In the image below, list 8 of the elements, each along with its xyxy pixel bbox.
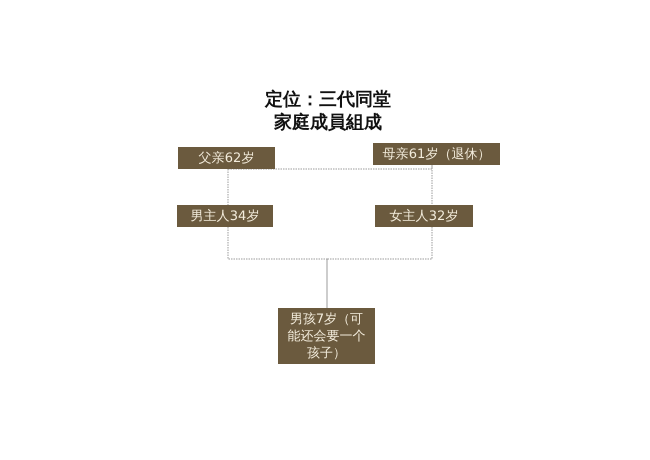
person-box: 男孩7岁（可能还会要一个孩子） [278,308,375,364]
person-box: 女主人32岁 [375,205,473,227]
person-box: 父亲62岁 [178,147,275,169]
person-box: 母亲61岁（退休） [373,143,500,165]
connector-line [326,226,432,308]
connector-line [228,226,328,308]
person-box: 男主人34岁 [177,205,273,227]
title: 定位：三代同堂家庭成員組成 [264,88,392,134]
